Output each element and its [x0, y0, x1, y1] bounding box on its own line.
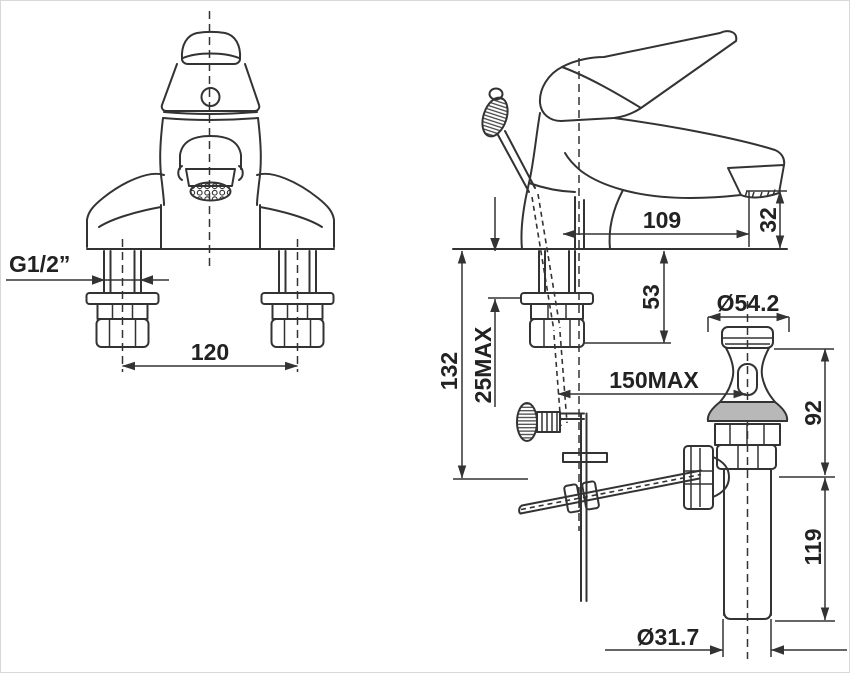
rod-clamp — [563, 483, 582, 514]
drain-flange — [706, 401, 789, 422]
dim-tailpipe-length: 119 — [775, 476, 835, 622]
dim-spout-reach: 109 — [562, 191, 750, 247]
shank-nut — [529, 318, 585, 348]
aerator-mesh — [189, 181, 232, 202]
rod-drop-label: 132 — [436, 352, 462, 390]
rod-crossbar — [562, 452, 608, 463]
shank-spacing-label: 120 — [191, 339, 229, 365]
knob-grip — [481, 96, 509, 138]
side-handle — [538, 30, 738, 122]
dim-stopper-diameter: Ø54.2 — [707, 290, 790, 332]
pivot-ball — [712, 456, 730, 498]
drain-upper-length-label: 92 — [800, 400, 826, 426]
thread-size-label: G1/2” — [9, 251, 70, 277]
spout-aerator — [727, 164, 785, 199]
front-body — [159, 111, 262, 206]
drain-stopper — [706, 326, 789, 470]
drain-offset-label: 150MAX — [609, 367, 699, 393]
side-view: 109 32 53 132 25MAX — [436, 30, 788, 602]
dim-thread-size: G1/2” — [6, 251, 169, 285]
lift-rod-knob — [481, 87, 568, 427]
dim-spout-height: 32 — [746, 190, 787, 249]
dim-drain-offset: 150MAX — [557, 367, 747, 399]
dim-deck-thickness: 25MAX — [470, 197, 522, 407]
side-shank — [520, 250, 594, 348]
dim-shank-length: 53 — [583, 250, 671, 344]
shank-length-label: 53 — [638, 284, 664, 310]
dim-drain-upper-length: 92 — [774, 348, 834, 476]
front-base — [86, 172, 335, 250]
shank-nut — [270, 318, 325, 348]
stopper-slot — [737, 363, 758, 396]
popup-linkage — [516, 402, 702, 602]
front-shank-right — [260, 239, 335, 372]
dim-rod-drop: 132 — [436, 250, 528, 480]
stopper-diameter-label: Ø54.2 — [717, 290, 780, 316]
spout-height-label: 32 — [755, 207, 781, 233]
spout-reach-label: 109 — [643, 207, 681, 233]
dim-tailpipe-diameter: Ø31.7 — [605, 619, 847, 657]
deck-thickness-label: 25MAX — [470, 326, 496, 403]
handle-indicator-button — [200, 87, 221, 107]
side-body-spout — [520, 112, 786, 250]
front-shank-left — [85, 239, 160, 372]
drain-tailpipe — [683, 445, 772, 620]
shank-nut — [95, 318, 150, 348]
front-handle — [160, 30, 261, 112]
rod-clamp — [581, 480, 600, 511]
spout-nose — [179, 135, 242, 170]
drain-assembly: Ø54.2 92 119 Ø31.7 — [605, 290, 847, 659]
tailpipe-diameter-label: Ø31.7 — [637, 624, 700, 650]
horizontal-pivot-rod — [519, 469, 702, 515]
thumbscrew-knob — [516, 402, 538, 442]
shank-washer — [520, 292, 594, 305]
front-view: G1/2” 120 — [6, 11, 335, 372]
tailpipe-length-label: 119 — [800, 528, 826, 565]
pivot-nut — [683, 445, 714, 510]
drain-locknut — [716, 444, 777, 470]
dim-shank-spacing: 120 — [121, 339, 299, 371]
